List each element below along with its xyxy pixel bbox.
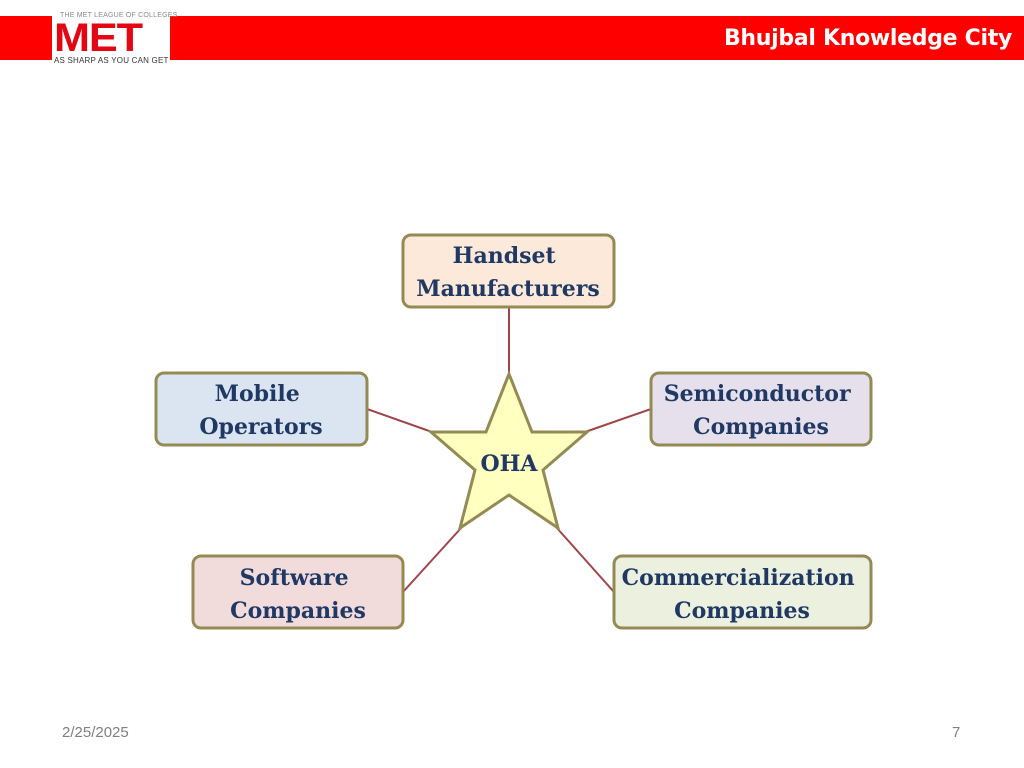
connector-commercialization [555, 526, 615, 593]
node-commercialization-box [612, 554, 873, 630]
svg-text:Software Companies: Software Companies [230, 565, 366, 624]
connector-software [402, 526, 463, 593]
node-commercialization-line-2: Companies [674, 598, 810, 624]
oha-label: OHA [480, 451, 538, 477]
node-handset-line-2: Manufacturers [416, 276, 599, 302]
logo-name: MET [54, 16, 143, 60]
oha-star [426, 369, 592, 532]
svg-text:Mobile Operators: Mobile Operators [199, 381, 322, 440]
svg-text:Commercialization Companie: Commercialization Companies [622, 565, 863, 624]
node-software-line-1: Software [240, 565, 349, 591]
node-mobile-line-2: Operators [199, 414, 322, 440]
footer-date: 2/25/2025 [62, 724, 129, 741]
logo [52, 14, 170, 64]
logo-top-line: THE MET LEAGUE OF COLLEGES [60, 12, 178, 19]
node-software-line-2: Companies [230, 598, 366, 624]
node-mobile-line-1: Mobile [215, 381, 300, 407]
node-mobile-box [154, 371, 369, 447]
node-semiconductor-line-2: Companies [693, 414, 829, 440]
logo-tagline: AS SHARP AS YOU CAN GET [54, 56, 169, 65]
svg-text:Handset Manufacturers: Handset Manufacturers [416, 243, 599, 302]
svg-text:Semiconductor Companies: Semiconductor Companies [664, 381, 858, 440]
page-number: 7 [952, 724, 961, 741]
node-handset-line-1: Handset [453, 243, 557, 269]
node-semiconductor-box [649, 371, 873, 447]
connector-mobile [366, 408, 433, 433]
node-commercialization-line-1: Commercialization [622, 565, 855, 591]
header-bar [0, 16, 1024, 60]
connector-semiconductor [584, 408, 652, 433]
node-software-box [191, 554, 405, 630]
node-semiconductor-line-1: Semiconductor [664, 381, 851, 407]
node-handset-box [401, 233, 616, 309]
header-title: Bhujbal Knowledge City [723, 26, 1012, 51]
